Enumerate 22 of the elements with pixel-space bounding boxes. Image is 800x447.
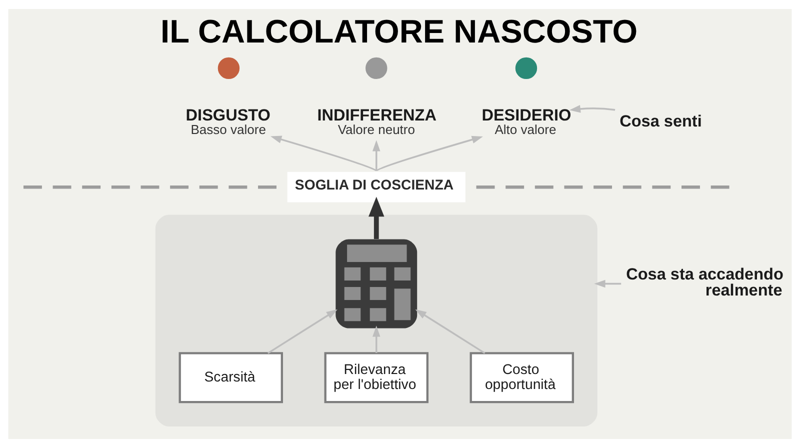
node-box: Rilevanza per l'obiettivo bbox=[324, 352, 428, 403]
arrow bbox=[594, 279, 622, 288]
node-text: Cosa sta accadendo realmente bbox=[626, 264, 784, 300]
node-text: Cosa senti bbox=[620, 112, 702, 130]
node-box: Scarsità bbox=[178, 352, 283, 403]
arrow bbox=[569, 104, 616, 112]
arrow bbox=[270, 135, 377, 171]
arrow bbox=[376, 135, 483, 171]
node-circle bbox=[366, 56, 388, 79]
arrow bbox=[372, 325, 380, 352]
arrow bbox=[268, 308, 338, 354]
diagram-title: IL CALCOLATORE NASCOSTO bbox=[160, 13, 638, 50]
node-box: Costo opportunità bbox=[470, 352, 574, 403]
arrow bbox=[415, 308, 486, 354]
node-text: DISGUSTO Basso valore bbox=[186, 106, 270, 136]
arrow bbox=[368, 196, 384, 239]
node-picture bbox=[336, 238, 418, 328]
node-circle bbox=[515, 56, 538, 79]
node-circle bbox=[218, 56, 240, 79]
node-text: DESIDERIO Alto valore bbox=[482, 106, 572, 136]
node-text: INDIFFERENZA Valore neutro bbox=[317, 106, 436, 136]
arrow bbox=[372, 140, 380, 170]
